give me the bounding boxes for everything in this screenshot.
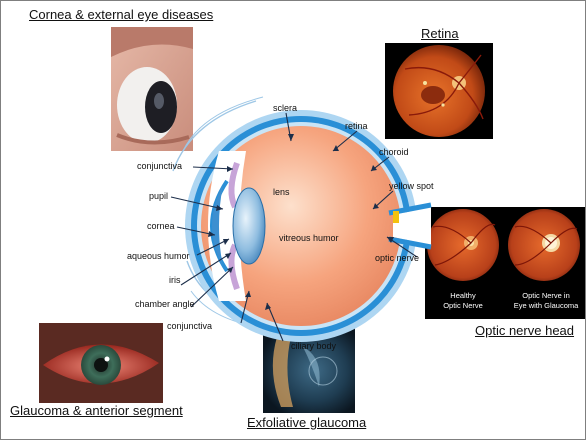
label-retina: retina bbox=[345, 121, 368, 131]
heading-exfoliative: Exfoliative glaucoma bbox=[247, 415, 367, 430]
glaucoma-caption-line1: Optic Nerve in bbox=[522, 291, 570, 300]
label-sclera: sclera bbox=[273, 103, 298, 113]
heading-cornea: Cornea & external eye diseases bbox=[29, 7, 214, 22]
label-cornea: cornea bbox=[147, 221, 175, 231]
label-lens: lens bbox=[273, 187, 290, 197]
heading-glaucoma-anterior: Glaucoma & anterior segment bbox=[10, 403, 183, 418]
healthy-caption-line2: Optic Nerve bbox=[443, 301, 483, 310]
glaucoma-caption: Optic Nerve in Eye with Glaucoma bbox=[509, 291, 583, 311]
label-ciliary-body: ciliary body bbox=[291, 341, 337, 351]
label-aqueous-humor: aqueous humor bbox=[127, 251, 190, 261]
healthy-caption-line1: Healthy bbox=[450, 291, 476, 300]
healthy-caption: Healthy Optic Nerve bbox=[431, 291, 495, 311]
heading-optic-nerve-head: Optic nerve head bbox=[475, 323, 575, 338]
label-chamber-angle: chamber angle bbox=[135, 299, 195, 309]
external-eye-photo bbox=[111, 27, 193, 151]
label-choroid: choroid bbox=[379, 147, 409, 157]
red-eye-photo bbox=[39, 323, 163, 403]
label-optic-nerve: optic nerve bbox=[375, 253, 420, 263]
label-iris: iris bbox=[169, 275, 181, 285]
label-yellow-spot: yellow spot bbox=[389, 181, 434, 191]
label-conjunctiva-top: conjunctiva bbox=[137, 161, 183, 171]
label-conjunctiva-bottom: conjunctiva bbox=[167, 321, 213, 331]
retina-fundus-photo bbox=[385, 43, 493, 139]
heading-retina: Retina bbox=[421, 26, 459, 41]
label-vitreous-humor: vitreous humor bbox=[279, 233, 339, 243]
glaucoma-caption-line2: Eye with Glaucoma bbox=[513, 301, 579, 310]
optic-disc-photos: Healthy Optic Nerve Optic Nerve in Eye w… bbox=[425, 207, 585, 319]
label-pupil: pupil bbox=[149, 191, 169, 201]
